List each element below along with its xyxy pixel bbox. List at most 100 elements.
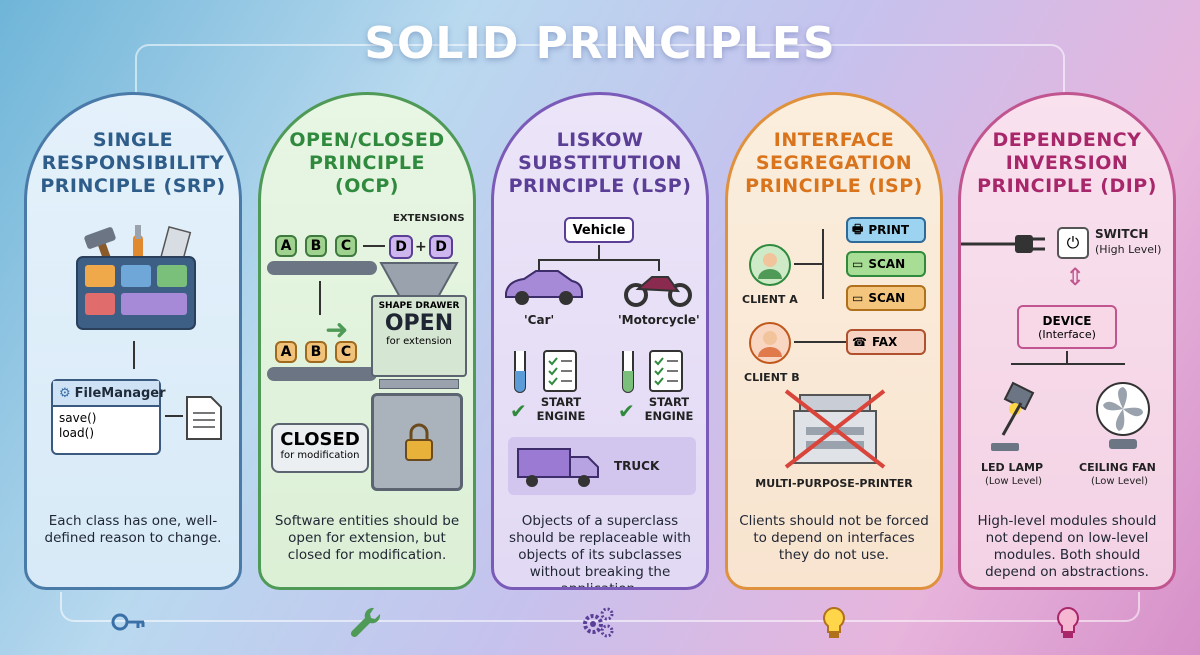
shape-drawer-machine: SHAPE DRAWER OPEN for extension xyxy=(371,295,467,377)
tree-line-v xyxy=(598,245,600,259)
document-icon xyxy=(186,396,222,440)
arrow-right xyxy=(165,415,183,417)
scanner-icon: ▭ xyxy=(852,291,864,305)
safe xyxy=(371,393,463,491)
motorcycle-label: 'Motorcycle' xyxy=(618,313,700,327)
start-engine-left: START ENGINE xyxy=(536,395,586,423)
car-label: 'Car' xyxy=(524,313,555,327)
page-title: SOLID PRINCIPLES xyxy=(364,18,836,69)
block-b-top: B xyxy=(305,235,327,257)
plus-sign: + xyxy=(415,239,427,255)
bidirectional-arrow: ⇕ xyxy=(1065,263,1086,291)
background-connector xyxy=(135,44,1065,104)
tree-line-r xyxy=(658,259,660,271)
printer-label: MULTI-PURPOSE-PRINTER xyxy=(755,477,913,490)
connector-a xyxy=(794,263,822,265)
dip-description: High-level modules should not depend on … xyxy=(977,513,1157,580)
vehicle-box: Vehicle xyxy=(564,217,634,243)
user-avatar-icon xyxy=(749,244,791,286)
test-tube-icon xyxy=(622,351,634,393)
tree-line-h xyxy=(538,259,660,261)
lsp-panel: LISKOW SUBSTITUTION PRINCIPLE (LSP) Vehi… xyxy=(491,92,709,590)
truck-label: TRUCK xyxy=(614,459,660,473)
fax-interface: ☎FAX xyxy=(846,329,926,355)
conveyor-top xyxy=(267,261,377,275)
scanner-icon: ▭ xyxy=(852,257,864,271)
srp-title: SINGLE RESPONSIBILITY PRINCIPLE (SRP) xyxy=(40,129,226,197)
switch-icon: ⏻ xyxy=(1057,227,1089,259)
block-a-top: A xyxy=(275,235,297,257)
tree-line-h xyxy=(1011,363,1125,365)
ocp-panel: OPEN/CLOSED PRINCIPLE (OCP) EXTENSIONS A… xyxy=(258,92,476,590)
block-b-bottom: B xyxy=(305,341,327,363)
tree-line-l xyxy=(538,259,540,271)
ocp-description: Software entities should be open for ext… xyxy=(274,513,460,563)
switch-label: SWITCH xyxy=(1095,227,1149,241)
client-b-label: CLIENT B xyxy=(744,371,800,384)
block-d-1: D xyxy=(389,235,413,259)
plug-icon xyxy=(961,235,1045,253)
closed-label-box: CLOSED for modification xyxy=(271,423,369,473)
crossed-printer-icon xyxy=(784,389,886,469)
method-save: save() xyxy=(59,411,97,425)
block-c-top: C xyxy=(335,235,357,257)
scan-interface-2: ▭SCAN xyxy=(846,285,926,311)
device-interface-box: DEVICE (Interface) xyxy=(1017,305,1117,349)
extensions-label: EXTENSIONS xyxy=(393,213,465,224)
lsp-title: LISKOW SUBSTITUTION PRINCIPLE (LSP) xyxy=(508,129,692,197)
green-arrow: ➜ xyxy=(325,313,349,346)
check-icon: ✔ xyxy=(510,399,527,423)
block-a-bottom: A xyxy=(275,341,297,363)
fax-icon: ☎ xyxy=(852,335,867,349)
wrench-icon xyxy=(350,607,381,638)
fan-label: CEILING FAN xyxy=(1079,461,1156,474)
test-tube-icon xyxy=(514,351,526,393)
isp-title: INTERFACE SEGREGATION PRINCIPLE (ISP) xyxy=(745,129,923,197)
isp-panel: INTERFACE SEGREGATION PRINCIPLE (ISP) CL… xyxy=(725,92,943,590)
lamp-label: LED LAMP xyxy=(981,461,1044,474)
dip-title: DEPENDENCY INVERSION PRINCIPLE (DIP) xyxy=(977,129,1157,197)
block-c-bottom: C xyxy=(335,341,357,363)
arrow-curve xyxy=(319,281,321,315)
user-avatar-icon xyxy=(749,322,791,364)
lightbulb-icon xyxy=(1057,606,1079,638)
motorcycle-icon xyxy=(624,276,692,307)
lamp-icon xyxy=(991,381,1035,451)
printer-icon: 🖶 xyxy=(852,221,864,236)
lightbulb-icon xyxy=(823,606,845,638)
gears-icon xyxy=(583,607,614,638)
start-engine-right: START ENGINE xyxy=(644,395,694,423)
checklist-icon xyxy=(543,350,577,392)
lamp-sub: (Low Level) xyxy=(985,476,1043,487)
dip-panel: DEPENDENCY INVERSION PRINCIPLE (DIP) ⏻ S… xyxy=(958,92,1176,590)
padlock-icon xyxy=(405,423,433,461)
gear-icon: ⚙ xyxy=(59,385,71,401)
block-d-2: D xyxy=(429,235,453,259)
truck-box: TRUCK xyxy=(508,437,696,495)
lsp-description: Objects of a superclass should be replac… xyxy=(509,513,691,590)
srp-description: Each class has one, well-defined reason … xyxy=(44,513,222,546)
tree-line-v xyxy=(1066,351,1068,363)
car-icon xyxy=(505,270,583,305)
toolbox-icon xyxy=(76,225,196,330)
filemanager-class-box: ⚙ FileManager save() load() xyxy=(51,379,166,455)
conveyor-bottom xyxy=(267,367,377,381)
arrow-down xyxy=(133,341,135,369)
client-a-label: CLIENT A xyxy=(742,293,798,306)
chute xyxy=(379,379,459,389)
ocp-title: OPEN/CLOSED PRINCIPLE (OCP) xyxy=(289,129,445,197)
filemanager-header: ⚙ FileManager xyxy=(53,381,166,407)
srp-panel: SINGLE RESPONSIBILITY PRINCIPLE (SRP) ⚙ … xyxy=(24,92,242,590)
fan-sub: (Low Level) xyxy=(1091,476,1149,487)
scan-interface: ▭SCAN xyxy=(846,251,926,277)
arrow-to-extensions xyxy=(363,245,385,247)
check-icon: ✔ xyxy=(618,399,635,423)
fan-icon xyxy=(1096,382,1150,449)
isp-description: Clients should not be forced to depend o… xyxy=(739,513,929,563)
key-icon xyxy=(111,613,145,631)
truck-icon xyxy=(517,448,599,487)
connector-a-v xyxy=(822,229,824,299)
method-load: load() xyxy=(59,426,95,440)
switch-sub: (High Level) xyxy=(1095,243,1162,256)
checklist-icon xyxy=(649,350,683,392)
